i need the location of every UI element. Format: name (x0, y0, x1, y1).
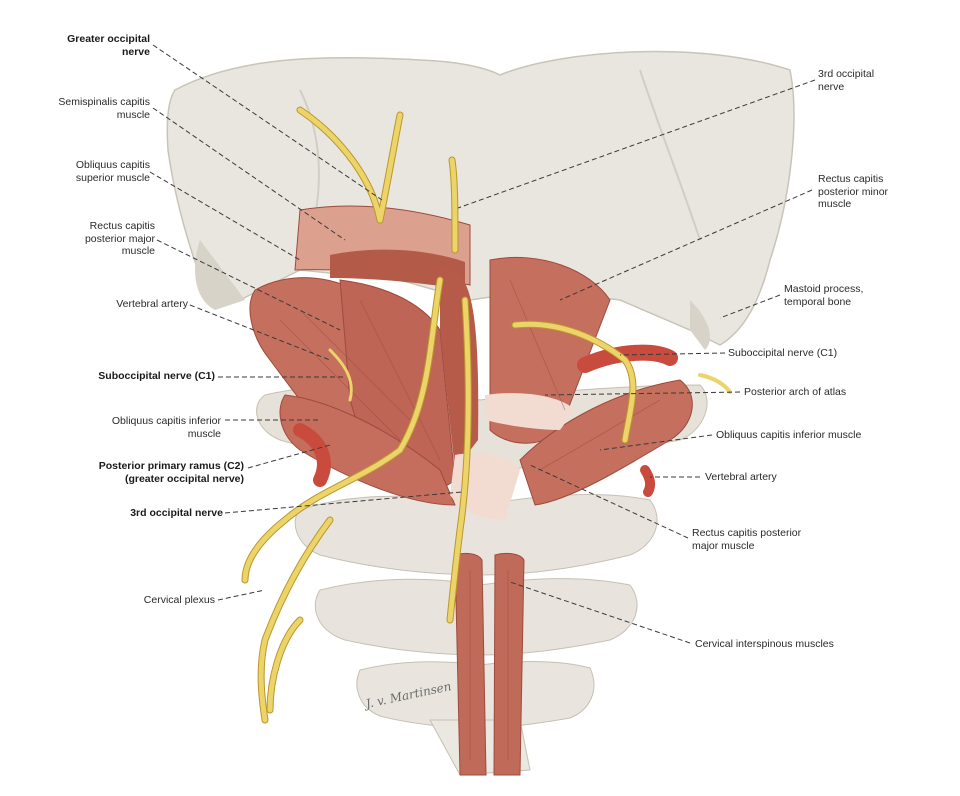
label-obliquus-capitis-superior: Obliquus capitis superior muscle (75, 159, 150, 184)
label-cervical-plexus: Cervical plexus (143, 594, 215, 606)
label-suboccipital-nerve-left: Suboccipital nerve (C1) (98, 370, 215, 382)
label-rectus-capitis-posterior-major-left: Rectus capitis posterior major muscle (84, 220, 155, 257)
nerve-group (241, 106, 732, 724)
label-greater-occipital-nerve: Greater occipital nerve (67, 33, 150, 58)
label-mastoid-process: Mastoid process, temporal bone (784, 283, 864, 308)
label-vertebral-artery-left: Vertebral artery (116, 298, 188, 310)
label-third-occipital-nerve-left: 3rd occipital nerve (130, 507, 223, 519)
label-rectus-capitis-posterior-minor: Rectus capitis posterior minor muscle (818, 173, 889, 210)
vertebral-artery (293, 344, 678, 497)
label-obliquus-capitis-inferior-left: Obliquus capitis inferior muscle (111, 415, 221, 440)
muscle-group (249, 205, 693, 776)
label-vertebral-artery-right: Vertebral artery (705, 471, 777, 483)
label-posterior-primary-ramus: Posterior primary ramus (C2) (greater oc… (98, 460, 244, 485)
leader-lines (149, 44, 816, 644)
label-obliquus-capitis-inferior-right: Obliquus capitis inferior muscle (716, 429, 862, 441)
label-cervical-interspinous-muscles: Cervical interspinous muscles (695, 638, 834, 650)
label-rectus-capitis-posterior-major-right: Rectus capitis posterior major muscle (692, 527, 802, 552)
label-posterior-arch-of-atlas: Posterior arch of atlas (744, 386, 847, 398)
label-suboccipital-nerve-right: Suboccipital nerve (C1) (728, 347, 838, 359)
label-semispinalis-capitis: Semispinalis capitis muscle (58, 96, 150, 121)
label-third-occipital-nerve-right: 3rd occipital nerve (818, 68, 875, 93)
